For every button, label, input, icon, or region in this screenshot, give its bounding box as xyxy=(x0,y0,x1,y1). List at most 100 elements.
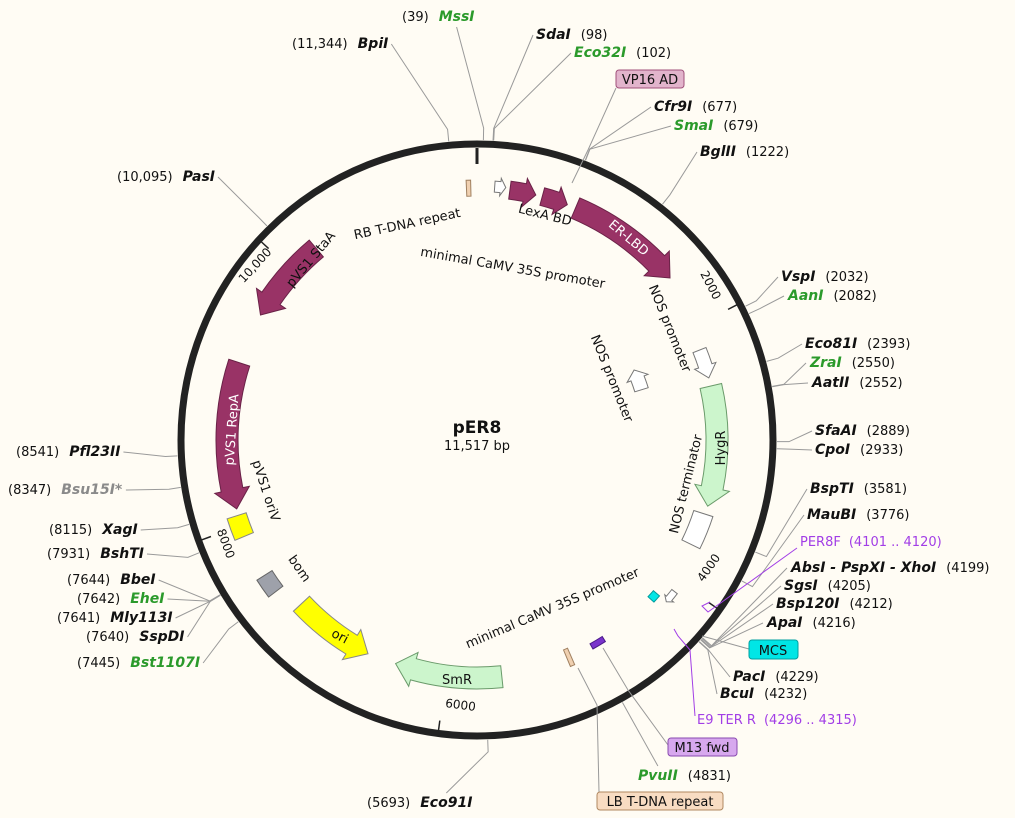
enzyme-label[interactable]: SdaI(98) xyxy=(536,27,607,43)
enzyme-label[interactable]: Cfr9I(677) xyxy=(654,99,737,115)
enzyme-label[interactable]: SmaI(679) xyxy=(674,118,758,134)
m13-box xyxy=(667,737,738,757)
vp16-text: VP16 AD xyxy=(622,73,678,88)
enzyme-label[interactable]: (11,344)BpiI xyxy=(292,36,388,52)
lb-tdna-box xyxy=(562,647,576,668)
mcs-leader xyxy=(701,635,750,650)
er-lbd-arrow xyxy=(570,197,671,279)
m13-text: M13 fwd xyxy=(674,741,729,756)
enzyme-label[interactable]: PvuII(4831) xyxy=(638,768,731,784)
pvs1-oriv-box xyxy=(226,512,255,541)
mcs-text: MCS xyxy=(759,644,788,659)
mcs-box xyxy=(748,639,799,660)
enzyme-label[interactable]: (7445)Bst1107I xyxy=(77,655,200,671)
feature-label-smr: SmR xyxy=(442,673,472,688)
enzyme-leader-line xyxy=(755,488,808,558)
lb-tdna-label[interactable]: LB T-DNA repeat xyxy=(577,667,724,811)
enzyme-label[interactable]: ApaI(4216) xyxy=(766,615,856,631)
enzyme-label[interactable]: (10,095)PasI xyxy=(117,169,215,185)
enzyme-leader-line xyxy=(123,451,178,457)
primer-per8f[interactable]: PER8F(4101 .. 4120) xyxy=(701,535,942,613)
enzyme-label[interactable]: Eco32I(102) xyxy=(574,45,671,61)
enzyme-label[interactable]: CpoI(2933) xyxy=(815,442,903,458)
mcs-label[interactable]: MCS xyxy=(701,635,799,660)
enzyme-label[interactable]: VspI(2032) xyxy=(781,269,869,285)
vp16-ad-label[interactable]: VP16 AD xyxy=(571,69,685,184)
primer-e9-ter-r[interactable]: E9 TER R(4296 .. 4315) xyxy=(673,628,857,728)
nos-promoter-outer-arrow xyxy=(692,346,717,379)
vp16-leader xyxy=(571,87,617,184)
enzyme-label[interactable]: (8541)Pfl23II xyxy=(16,444,120,460)
feature-label-rb-tdna: RB T-DNA repeat xyxy=(353,206,462,243)
enzyme-leader-line xyxy=(700,622,764,649)
tick-label-4000: 4000 xyxy=(694,551,723,584)
enzyme-leader-line xyxy=(146,552,200,558)
enzyme-leader-line xyxy=(662,151,698,205)
enzyme-label[interactable]: (5693)Eco91I xyxy=(367,795,472,811)
nos-promoter-inner-arrow xyxy=(625,369,650,393)
enzyme-label[interactable]: PacI(4229) xyxy=(733,669,819,685)
per8f-leader xyxy=(701,547,798,613)
enzyme-leader-line xyxy=(766,343,803,362)
m13-leader xyxy=(602,647,669,746)
feature-label-camv-top: minimal CaMV 35S promoter xyxy=(419,245,606,292)
rb-tdna-box xyxy=(465,179,472,197)
leader-lines xyxy=(123,26,813,794)
e9ter-leader xyxy=(673,628,696,717)
enzyme-label[interactable]: (7642)EheI xyxy=(77,591,164,607)
enzyme-leader-line xyxy=(776,430,813,443)
lb-leader xyxy=(577,667,600,793)
enzyme-leader-line xyxy=(772,382,809,388)
primer-per8f-label: PER8F(4101 .. 4120) xyxy=(800,535,942,550)
vp16-box xyxy=(615,69,685,89)
enzyme-label[interactable]: MauBI(3776) xyxy=(807,507,909,523)
enzyme-label[interactable]: (39)MssI xyxy=(402,9,475,25)
enzyme-label[interactable]: AanI(2082) xyxy=(787,288,877,304)
enzyme-label[interactable]: (7931)BshTI xyxy=(47,546,144,562)
pvs1-repa-arrow xyxy=(213,358,251,510)
feature-label-camv-bottom: minimal CaMV 35S promoter xyxy=(464,565,643,652)
tick-10000 xyxy=(260,241,270,250)
enzyme-label[interactable]: (7640)SspDI xyxy=(86,629,185,645)
feature-label-nos-promoter-outer: NOS promoter xyxy=(645,283,694,375)
m13-fwd-label[interactable]: M13 fwd xyxy=(602,647,738,757)
feature-label-pvs1-repa: pVS1 RepA xyxy=(223,394,243,466)
enzyme-leader-line xyxy=(741,514,805,588)
enzyme-label[interactable]: Eco81I(2393) xyxy=(805,336,910,352)
enzyme-label[interactable]: AatII(2552) xyxy=(811,375,903,391)
enzyme-label[interactable]: (7644)BbeI xyxy=(67,572,156,588)
enzyme-label[interactable]: (7641)Mly113I xyxy=(57,610,173,626)
tick-2000 xyxy=(727,304,738,311)
feature-shapes xyxy=(213,176,731,690)
lb-box xyxy=(596,791,724,811)
enzyme-leader-line xyxy=(390,43,450,142)
enzyme-label[interactable]: ZraI(2550) xyxy=(809,355,895,371)
enzyme-leader-line xyxy=(745,276,779,307)
pvs1-staa-arrow xyxy=(255,239,325,316)
tick-4000 xyxy=(708,601,718,609)
feature-label-bom: bom xyxy=(284,553,313,585)
primer-e9-ter-r-label: E9 TER R(4296 .. 4315) xyxy=(697,713,857,728)
tick-6000 xyxy=(437,720,441,731)
enzyme-label[interactable]: Bsp120I(4212) xyxy=(776,596,893,612)
enzyme-leader-line xyxy=(748,295,785,315)
enzyme-label[interactable]: BglII(1222) xyxy=(700,144,789,160)
enzyme-label[interactable]: (8115)XagI xyxy=(49,522,138,538)
enzyme-leader-line xyxy=(456,26,485,141)
tick-label-6000: 6000 xyxy=(444,696,476,714)
enzyme-leader-line xyxy=(492,34,534,141)
enzyme-label[interactable]: SfaAI(2889) xyxy=(815,423,910,439)
enzyme-leader-line xyxy=(776,448,813,451)
enzyme-leader-line xyxy=(187,594,221,638)
enzyme-label[interactable]: BcuI(4232) xyxy=(720,686,807,702)
enzyme-leader-line xyxy=(125,486,181,491)
small-open-arrow-2 xyxy=(663,588,679,603)
enzyme-label[interactable]: AbsI - PspXI - XhoI(4199) xyxy=(790,560,989,576)
enzyme-label[interactable]: SgsI(4205) xyxy=(784,578,871,594)
enzyme-label[interactable]: BspTI(3581) xyxy=(810,481,907,497)
enzyme-label[interactable]: (8347)Bsu15I* xyxy=(8,482,123,498)
enzyme-leader-line xyxy=(167,594,221,602)
enzyme-leader-line xyxy=(698,641,718,695)
backbone-circle xyxy=(177,140,777,740)
tick-marks xyxy=(201,148,738,731)
